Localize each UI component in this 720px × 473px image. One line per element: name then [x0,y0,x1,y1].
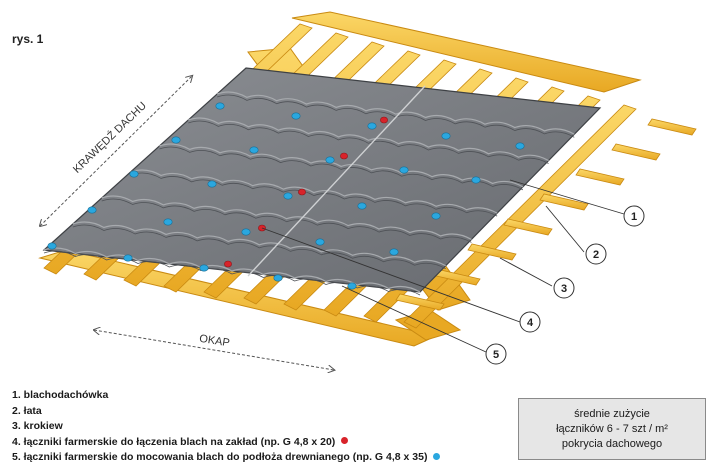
info-line-2: łączników 6 - 7 szt / m² [556,422,668,435]
blue-fastener [315,238,325,246]
legend-item-2: 2. łata [12,404,440,420]
blue-fastener [367,122,377,130]
fasteners [47,102,525,290]
tile-wave [43,247,421,293]
rafter-top [291,11,642,93]
blue-fastener [171,136,181,144]
blue-fastener [123,254,133,262]
leader-line-1 [509,179,625,215]
blue-fastener [471,176,481,184]
blue-fastener [325,156,335,164]
eaves-arrow [94,330,334,370]
legend-item-5: 5. łączniki farmerskie do mocowania blac… [12,450,441,466]
info-line-3: pokrycia dachowego [561,437,663,450]
batten-segment [395,293,445,311]
legend-item-5-text: 5. łączniki farmerskie do mocowania blac… [12,451,428,463]
leader-line-5 [341,285,487,353]
blue-fastener [129,170,139,178]
batten-segment [647,118,697,136]
legend-item-4-text: 4. łączniki farmerskie do łączenia blach… [12,435,336,448]
edge-arrow [40,76,192,226]
legend-item-1: 1. blachodachówka [12,388,440,404]
info-line-1: średnie zużycie [574,407,650,420]
blue-fastener [515,142,525,150]
callout-4-number: 4 [527,317,534,329]
fastener-usage-box: średnie zużycie łączników 6 - 7 szt / m²… [518,398,706,460]
blue-fastener [291,112,301,120]
callout-5: 5 [485,343,507,365]
tile-wave-shadow [43,250,421,296]
callout-3: 3 [553,277,575,299]
batten-segment [503,218,553,236]
blue-fastener [283,192,293,200]
eaves-label: OKAP [198,333,230,350]
red-fastener [380,116,388,124]
sheet-overlap-seam [247,85,426,277]
batten-segment [539,193,589,211]
legend-item-3: 3. krokiew [12,419,440,435]
blue-fastener [389,248,399,256]
callout-1: 1 [623,205,645,227]
batten-segment [611,143,661,161]
blue-fastener [241,228,251,236]
blue-fastener [249,146,259,154]
batten-segment [575,168,625,186]
legend-item-3-text: 3. krokiew [12,420,63,432]
callout-2: 2 [585,243,607,265]
callout-3-number: 3 [561,283,567,295]
eaves-label-group: OKAP [94,330,334,370]
blue-fastener [399,166,409,174]
callout-2-number: 2 [593,249,599,261]
leader-line-2 [545,205,585,253]
red-fastener-dot-icon [341,437,349,445]
blue-fastener-dot-icon [433,452,441,460]
tile-wave-shadow [72,224,446,270]
legend: 1. blachodachówka 2. łata 3. krokiew 4. … [12,388,441,466]
tile-wave [159,143,524,188]
blue-fastener [431,212,441,220]
blue-fastener [163,218,173,226]
blue-fastener [87,206,97,214]
red-fastener [224,260,232,268]
callout-5-number: 5 [493,349,499,361]
blue-fastener [47,242,57,250]
figure-label: rys. 1 [12,32,44,46]
tile-wave [72,221,447,267]
leader-line-4 [261,227,521,323]
blue-fastener [207,180,217,188]
legend-item-1-text: 1. blachodachówka [12,389,109,401]
batten [403,104,637,329]
blue-fastener [199,264,209,272]
batten-segment [467,243,517,261]
blue-fastener [273,274,283,282]
tile-wave [188,117,549,162]
blue-fastener [347,282,357,290]
legend-item-4: 4. łączniki farmerskie do łączenia blach… [12,435,440,451]
blue-fastener [441,132,451,140]
callouts: 1 2 3 4 5 [485,205,645,365]
leader-lines [261,179,625,353]
callout-1-number: 1 [631,211,637,223]
tile-wave-shadow [188,120,549,164]
tile-wave [216,91,575,135]
callout-4: 4 [519,311,541,333]
legend-item-2-text: 2. łata [12,404,42,417]
edge-label: KRAWĘDŹ DACHU [70,99,149,176]
tile-wave-shadow [159,146,524,191]
red-fastener [340,152,348,160]
blue-fastener [357,202,367,210]
red-fastener [298,188,306,196]
leader-line-3 [499,257,553,287]
blue-fastener [215,102,225,110]
